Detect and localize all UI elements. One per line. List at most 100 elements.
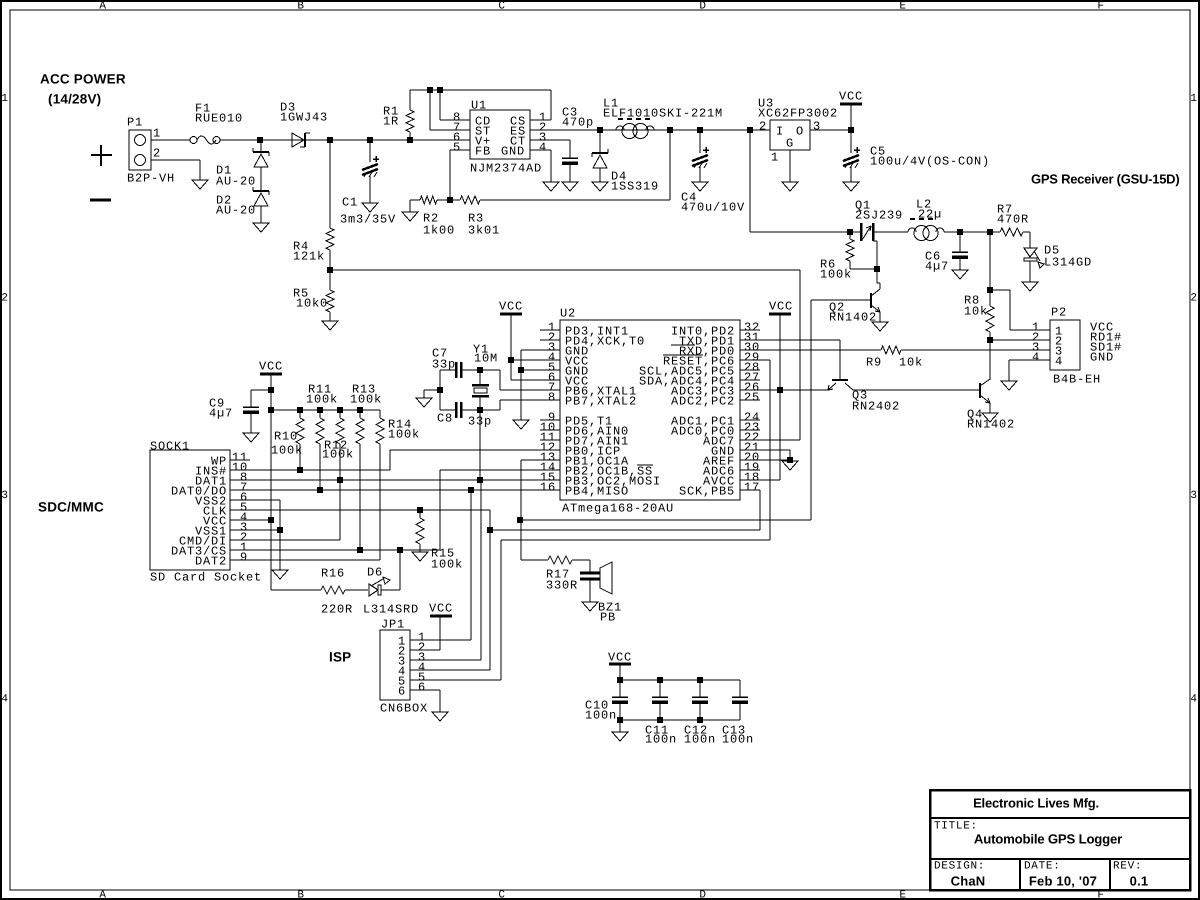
svg-text:Q4: Q4 <box>967 407 983 421</box>
svg-text:6: 6 <box>453 130 461 144</box>
svg-text:R10: R10 <box>274 429 298 443</box>
svg-text:6: 6 <box>418 680 426 694</box>
svg-text:2: 2 <box>548 330 556 344</box>
svg-text:13: 13 <box>540 450 556 464</box>
svg-text:15: 15 <box>540 470 556 484</box>
svg-text:4: 4 <box>1055 354 1063 368</box>
svg-text:3: 3 <box>1190 490 1197 502</box>
svg-text:VCC: VCC <box>769 299 793 313</box>
svg-text:19: 19 <box>744 460 760 474</box>
svg-text:4: 4 <box>539 140 547 154</box>
svg-text:L2: L2 <box>916 197 932 211</box>
svg-text:22µ: 22µ <box>918 207 942 221</box>
svg-text:RUE010: RUE010 <box>195 111 243 125</box>
svg-text:2: 2 <box>539 120 547 134</box>
svg-text:Q3: Q3 <box>852 388 868 402</box>
svg-text:R2: R2 <box>423 211 439 225</box>
svg-text:DAT3/CS: DAT3/CS <box>171 544 227 558</box>
svg-text:470R: 470R <box>997 212 1029 226</box>
svg-text:R8: R8 <box>964 293 980 307</box>
svg-text:4: 4 <box>418 660 426 674</box>
svg-text:B2P-VH: B2P-VH <box>127 171 175 185</box>
svg-text:1R: 1R <box>383 114 399 128</box>
svg-text:2: 2 <box>398 644 406 658</box>
svg-text:VCC: VCC <box>565 374 589 388</box>
svg-text:14: 14 <box>540 460 556 474</box>
svg-text:P2: P2 <box>1051 305 1067 319</box>
svg-text:121k: 121k <box>293 249 325 263</box>
svg-text:4: 4 <box>398 664 406 678</box>
svg-text:C13: C13 <box>722 723 746 737</box>
svg-text:2SJ239: 2SJ239 <box>855 208 903 222</box>
svg-text:1: 1 <box>539 110 547 124</box>
svg-text:4µ7: 4µ7 <box>925 259 949 273</box>
svg-text:VCC: VCC <box>203 514 227 528</box>
svg-text:GND: GND <box>711 444 735 458</box>
svg-text:GND: GND <box>1090 350 1114 364</box>
svg-text:1GWJ43: 1GWJ43 <box>280 110 328 124</box>
svg-text:O: O <box>796 124 804 138</box>
svg-text:C7: C7 <box>432 346 448 360</box>
svg-text:Y1: Y1 <box>473 342 489 356</box>
svg-text:6: 6 <box>398 684 406 698</box>
svg-text:9: 9 <box>240 550 248 564</box>
svg-text:(14/28V): (14/28V) <box>48 92 101 107</box>
svg-text:ChaN: ChaN <box>951 873 986 888</box>
svg-text:ATmega168-20AU: ATmega168-20AU <box>562 501 674 515</box>
svg-text:Electronic Lives Mfg.: Electronic Lives Mfg. <box>973 795 1099 810</box>
svg-text:AVCC: AVCC <box>703 474 735 488</box>
svg-text:CMD/DI: CMD/DI <box>179 534 227 548</box>
svg-text:30: 30 <box>744 340 760 354</box>
svg-text:8: 8 <box>240 470 248 484</box>
svg-text:10: 10 <box>540 420 556 434</box>
svg-text:RN2402: RN2402 <box>852 399 900 413</box>
svg-text:3m3/35V: 3m3/35V <box>340 212 396 226</box>
svg-text:ELF1010SKI-221M: ELF1010SKI-221M <box>603 106 723 120</box>
svg-text:10k0: 10k0 <box>296 296 328 310</box>
svg-text:6: 6 <box>548 370 556 384</box>
svg-text:10k: 10k <box>899 355 923 369</box>
svg-text:VCC: VCC <box>429 601 453 615</box>
svg-text:R9: R9 <box>866 355 882 369</box>
svg-text:SCL,ADC5,PC5: SCL,ADC5,PC5 <box>639 364 735 378</box>
svg-text:6: 6 <box>240 490 248 504</box>
svg-text:24: 24 <box>744 410 760 424</box>
svg-text:VCC: VCC <box>259 359 283 373</box>
svg-text:C1: C1 <box>342 195 358 209</box>
svg-text:17: 17 <box>744 480 760 494</box>
svg-text:25: 25 <box>744 390 760 404</box>
svg-text:D1: D1 <box>216 163 232 177</box>
svg-text:G: G <box>786 136 794 150</box>
svg-text:2: 2 <box>1190 293 1197 305</box>
svg-text:D: D <box>699 890 706 900</box>
svg-text:VSS1: VSS1 <box>195 524 227 538</box>
svg-text:PD3,INT1: PD3,INT1 <box>565 324 629 338</box>
svg-text:C9: C9 <box>209 396 225 410</box>
svg-text:R7: R7 <box>997 202 1013 216</box>
svg-text:2: 2 <box>759 119 767 133</box>
svg-text:GPS Receiver (GSU-15D): GPS Receiver (GSU-15D) <box>1031 171 1179 186</box>
svg-text:PB: PB <box>600 610 616 624</box>
svg-text:R11: R11 <box>308 382 332 396</box>
svg-text:R5: R5 <box>293 286 309 300</box>
svg-text:ES: ES <box>510 124 526 138</box>
svg-text:VSS2: VSS2 <box>195 494 227 508</box>
svg-text:Automobile GPS Logger: Automobile GPS Logger <box>974 832 1122 847</box>
svg-text:D2: D2 <box>216 193 232 207</box>
svg-text:100u/4V(OS-CON): 100u/4V(OS-CON) <box>870 154 990 168</box>
svg-text:27: 27 <box>744 370 760 384</box>
svg-text:470p: 470p <box>562 115 594 129</box>
svg-text:10k: 10k <box>964 304 988 318</box>
svg-text:1: 1 <box>398 634 406 648</box>
svg-text:AU-20: AU-20 <box>216 203 256 217</box>
svg-text:31: 31 <box>744 330 760 344</box>
svg-text:9: 9 <box>548 410 556 424</box>
svg-text:R3: R3 <box>468 211 484 225</box>
svg-text:ADC2,PC2: ADC2,PC2 <box>671 394 735 408</box>
svg-text:RD1#: RD1# <box>1090 330 1122 344</box>
svg-text:1: 1 <box>1 93 8 105</box>
svg-text:1: 1 <box>153 126 161 140</box>
svg-text:5: 5 <box>418 670 426 684</box>
svg-text:SDA,ADC4,PC4: SDA,ADC4,PC4 <box>639 374 735 388</box>
svg-text:SD Card Socket: SD Card Socket <box>150 570 262 584</box>
